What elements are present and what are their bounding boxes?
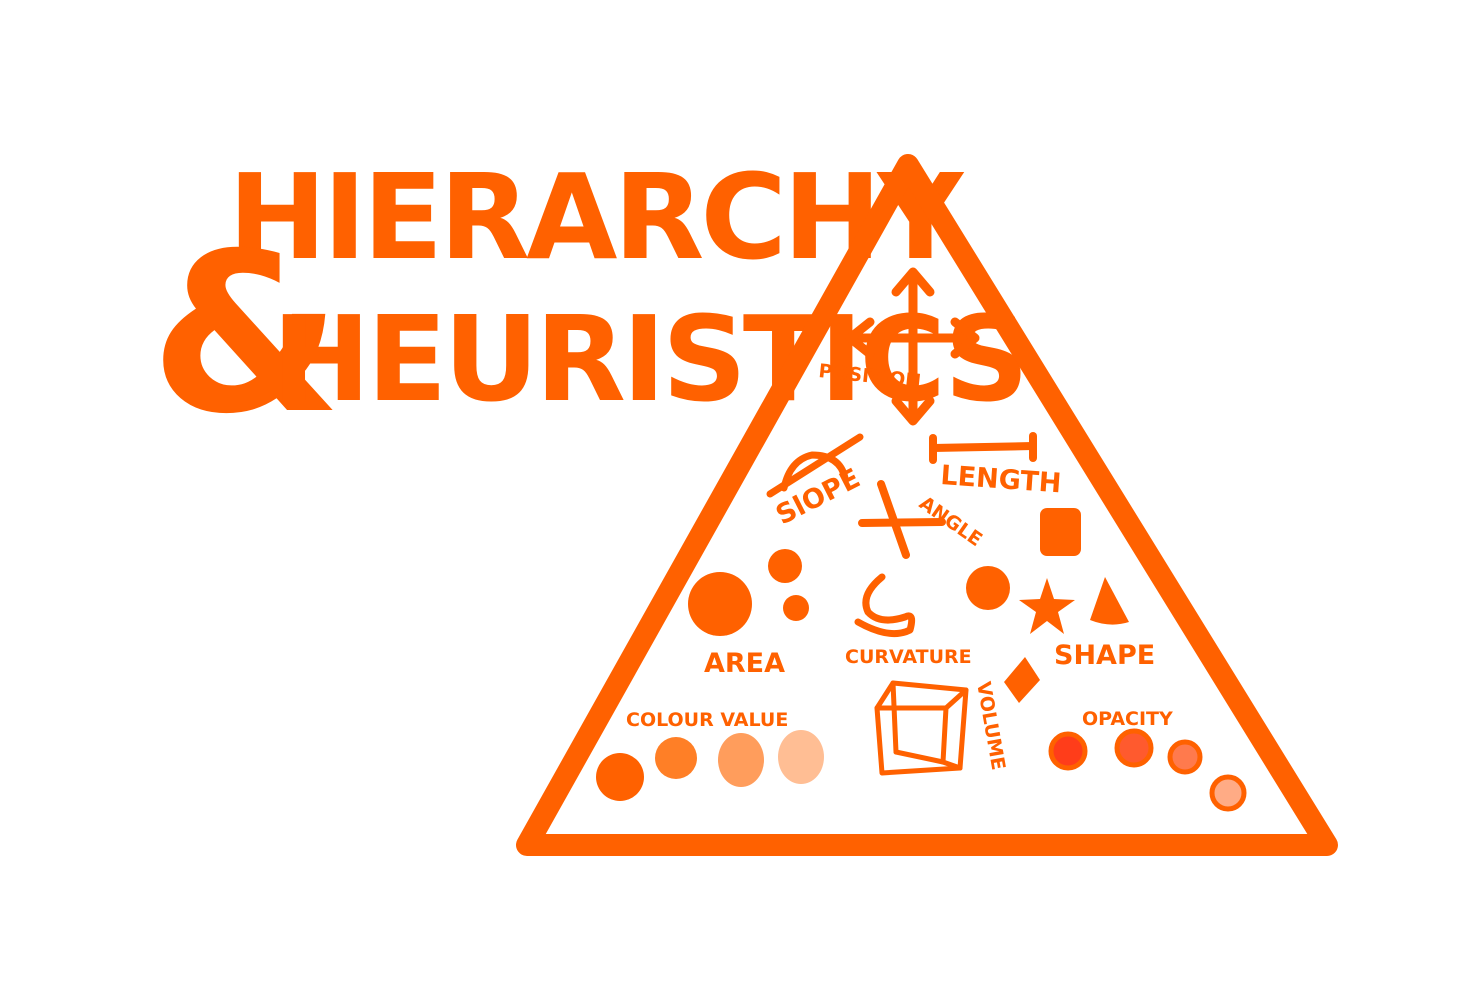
opacity-label: OPACITY <box>1082 708 1173 730</box>
opacity-swatch <box>1114 728 1154 768</box>
curvature-icon <box>854 573 916 638</box>
colour-value-swatch <box>778 730 824 784</box>
colour-value-swatch <box>596 753 644 801</box>
volume-label: VOLUME <box>972 680 1009 772</box>
title-ampersand: & <box>150 206 342 462</box>
colour-value-swatches <box>596 730 824 801</box>
colour-value-label: COLOUR VALUE <box>626 709 788 731</box>
triangle-icon <box>1090 577 1129 625</box>
opacity-swatch <box>1209 774 1247 812</box>
opacity-swatches <box>1048 728 1247 812</box>
angle-icon <box>858 480 946 559</box>
star-icon <box>1019 578 1075 634</box>
pyramid-outline <box>516 154 1338 856</box>
opacity-swatch <box>1167 739 1203 775</box>
position-arrows-icon <box>845 267 980 426</box>
length-label: LENGTH <box>940 460 1063 499</box>
shape-label: SHAPE <box>1054 640 1155 671</box>
shape-icons <box>966 508 1129 703</box>
length-bar-icon <box>929 432 1037 464</box>
square-icon <box>1040 508 1081 556</box>
colour-value-swatch <box>718 733 764 787</box>
area-label: AREA <box>704 648 785 679</box>
diamond-icon <box>1004 657 1040 703</box>
curvature-label: CURVATURE <box>845 646 972 668</box>
area-circles-icon <box>688 549 809 636</box>
opacity-swatch <box>1048 731 1088 771</box>
colour-value-swatch <box>655 737 697 779</box>
slope-icon <box>766 433 864 498</box>
volume-cube-icon <box>874 680 969 776</box>
circle-icon <box>966 566 1010 610</box>
